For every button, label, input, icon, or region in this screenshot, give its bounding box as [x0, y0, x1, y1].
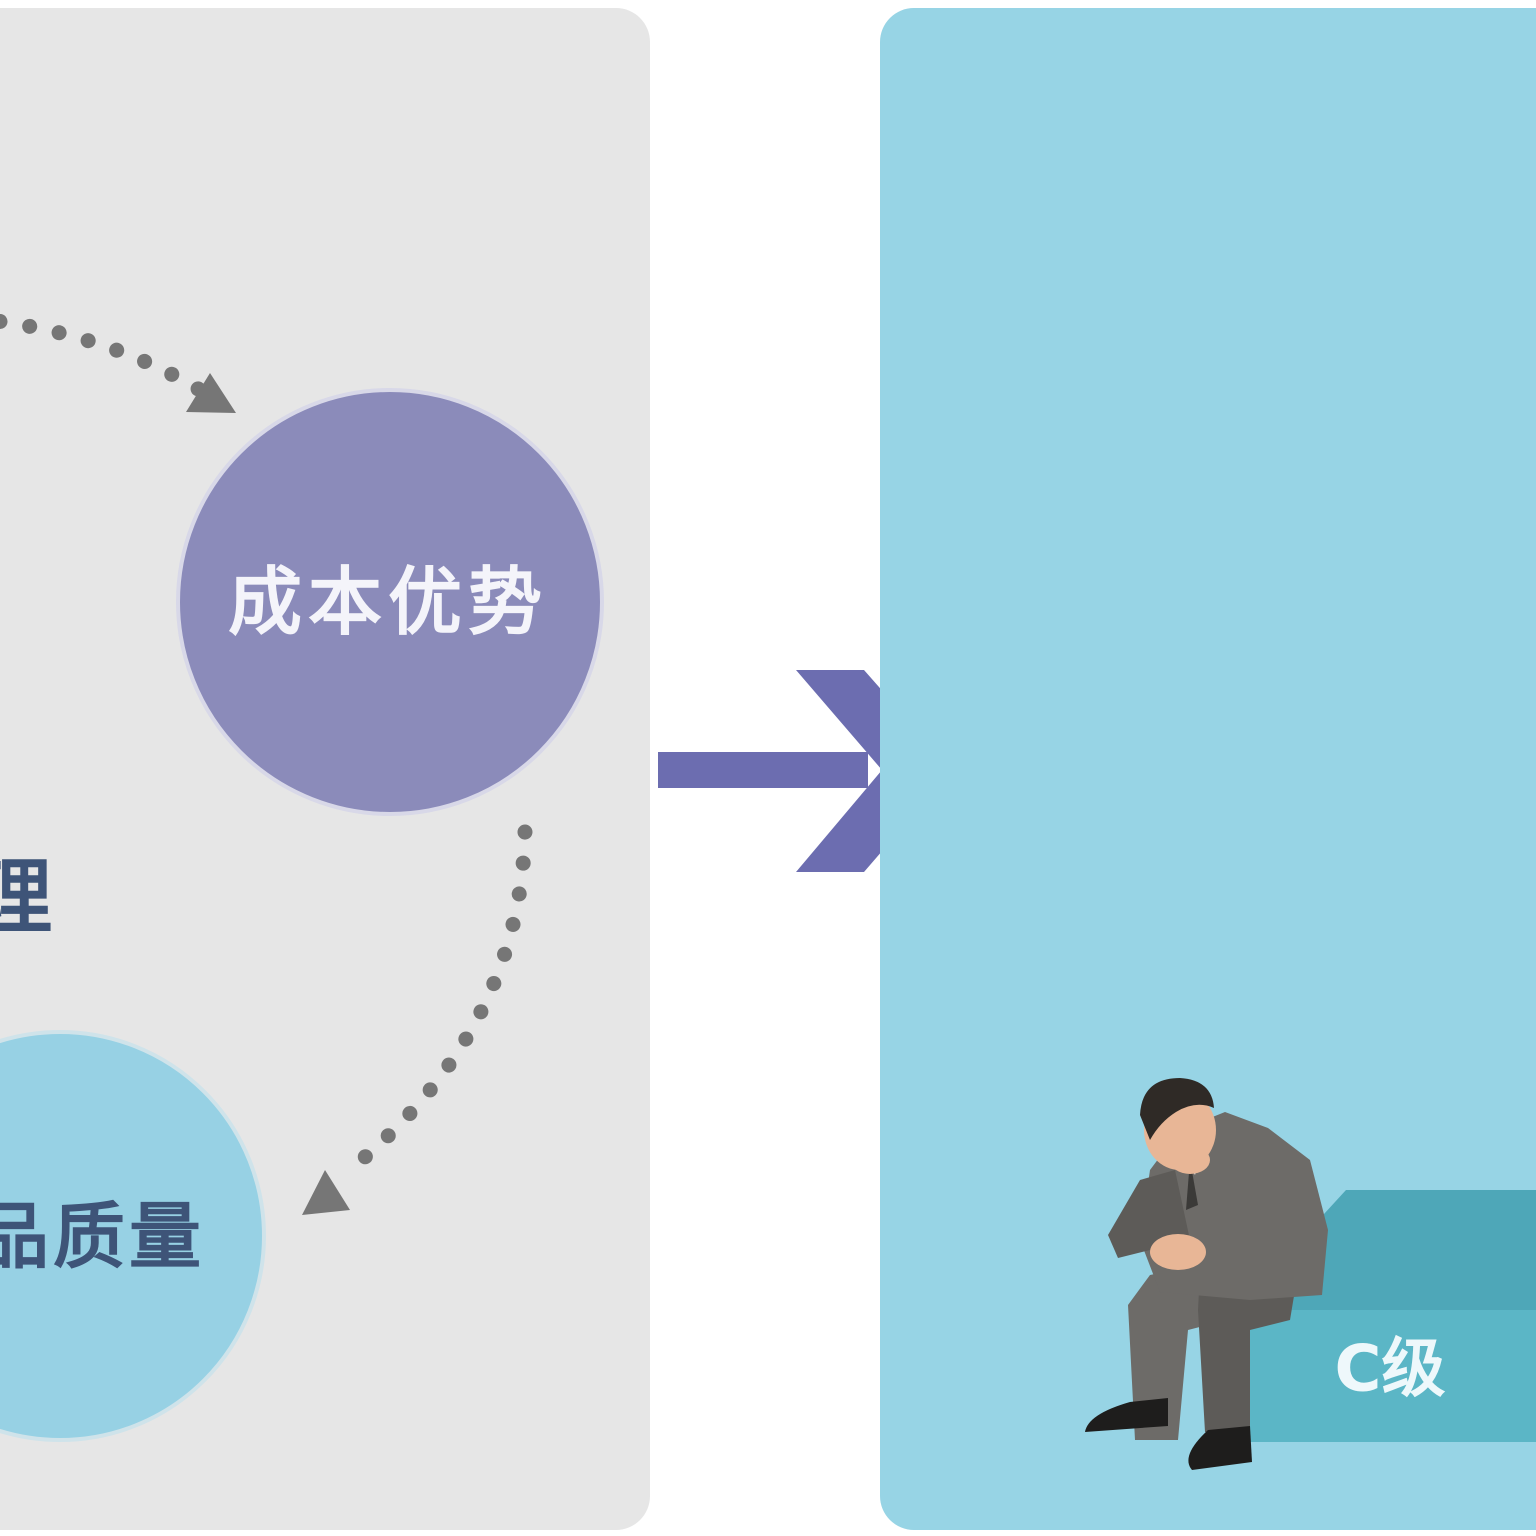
partial-node-label: 理 — [0, 850, 52, 945]
quality-label: 品质量 — [0, 1195, 205, 1279]
c-level-label: C级 — [1335, 1333, 1446, 1407]
cost-advantage-label: 成本优势 — [228, 560, 548, 646]
cost-advantage-node: 成本优势 — [176, 388, 604, 816]
quality-node: 品质量 — [0, 1030, 266, 1442]
dotted-connector-right — [302, 824, 533, 1215]
connector-arrowhead-bottom — [302, 1170, 350, 1215]
dotted-connector-top — [0, 313, 236, 413]
quality-circle — [0, 1030, 266, 1442]
sad-businessman-icon — [1085, 1078, 1328, 1470]
right-panel — [880, 8, 1536, 1530]
connector-arrowhead-top — [186, 373, 236, 413]
step-front-face — [1236, 1310, 1536, 1442]
cost-advantage-circle — [176, 388, 604, 816]
